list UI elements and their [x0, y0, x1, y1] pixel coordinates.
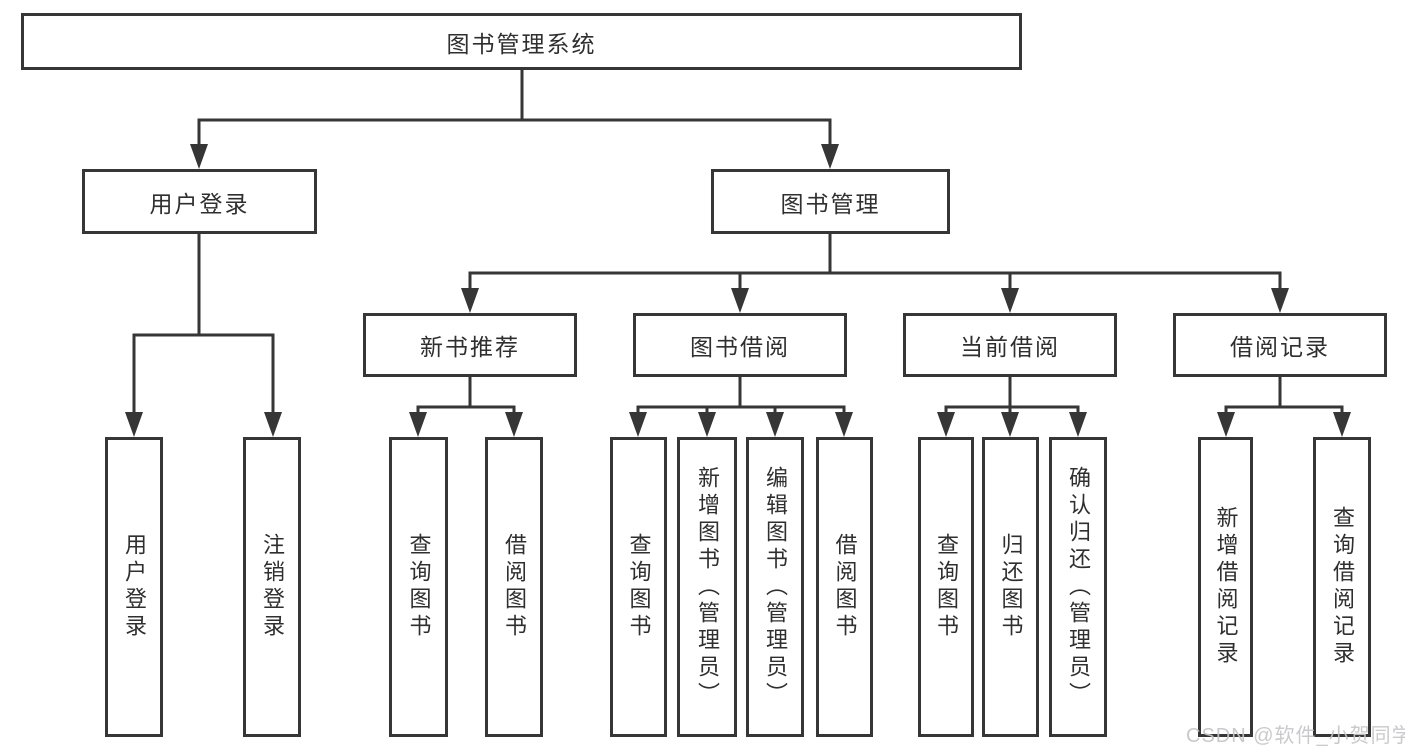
node-current-borrowing: 当前借阅: [903, 313, 1117, 377]
node-current-borrowing-label: 当前借阅: [960, 334, 1060, 360]
node-book-management: 图书管理: [711, 169, 950, 234]
leaf-records-add-record: 新增借阅记录: [1198, 437, 1253, 737]
leaf-user-login-label: 用户登录: [122, 533, 147, 641]
leaf-borrow-query-book-label: 查询图书: [626, 533, 652, 641]
leaf-borrow-add-book-admin: 新增图书（管理员）: [677, 437, 737, 737]
leaf-current-confirm-return-admin: 确认归还（管理员）: [1049, 437, 1107, 737]
leaf-recommend-borrow-book-label: 借阅图书: [502, 533, 527, 641]
leaf-recommend-borrow-book: 借阅图书: [485, 437, 543, 737]
leaf-current-query-book-label: 查询图书: [934, 533, 959, 641]
leaf-recommend-query-book-label: 查询图书: [406, 533, 432, 641]
leaf-user-login: 用户登录: [105, 437, 163, 737]
leaf-records-query-record-label: 查询借阅记录: [1330, 506, 1355, 668]
leaf-borrow-borrow-book: 借阅图书: [816, 437, 873, 737]
node-borrowing-records: 借阅记录: [1173, 313, 1387, 377]
leaf-logout: 注销登录: [243, 437, 301, 737]
leaf-logout-label: 注销登录: [260, 533, 285, 641]
leaf-current-return-book: 归还图书: [982, 437, 1039, 737]
node-user-login-label: 用户登录: [149, 190, 250, 217]
node-new-book-recommend: 新书推荐: [363, 313, 577, 377]
leaf-borrow-edit-book-admin-label: 编辑图书（管理员）: [763, 465, 788, 709]
leaf-current-confirm-return-admin-label: 确认归还（管理员）: [1066, 465, 1091, 709]
leaf-borrow-edit-book-admin: 编辑图书（管理员）: [746, 437, 804, 737]
leaf-recommend-query-book: 查询图书: [389, 437, 448, 737]
node-new-book-recommend-label: 新书推荐: [420, 334, 520, 360]
leaf-borrow-add-book-admin-label: 新增图书（管理员）: [695, 465, 720, 709]
node-root: 图书管理系统: [21, 13, 1022, 70]
node-book-borrowing: 图书借阅: [633, 313, 847, 377]
leaf-current-query-book: 查询图书: [918, 437, 974, 737]
node-user-login: 用户登录: [82, 169, 317, 234]
node-book-management-label: 图书管理: [780, 190, 881, 217]
leaf-records-add-record-label: 新增借阅记录: [1213, 506, 1239, 668]
leaf-records-query-record: 查询借阅记录: [1313, 437, 1371, 737]
leaf-borrow-borrow-book-label: 借阅图书: [832, 533, 858, 641]
leaf-borrow-query-book: 查询图书: [610, 437, 667, 737]
leaf-current-return-book-label: 归还图书: [998, 533, 1024, 641]
node-root-label: 图书管理系统: [446, 30, 597, 57]
node-borrowing-records-label: 借阅记录: [1230, 334, 1330, 360]
node-book-borrowing-label: 图书借阅: [690, 334, 790, 360]
csdn-watermark: CSDN @软件_小贺同学: [1186, 725, 1405, 747]
